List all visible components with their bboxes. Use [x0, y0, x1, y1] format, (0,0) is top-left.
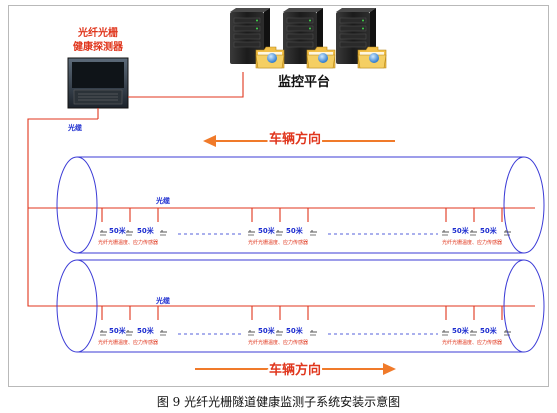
- sensor-label: 光纤光栅温度、应力传感器: [248, 339, 308, 346]
- segment-label: 50米: [286, 326, 304, 335]
- direction-arrow-bottom: [195, 363, 396, 375]
- figure-frame: [8, 5, 549, 387]
- segment-label: 50米: [452, 226, 470, 235]
- sensor-label: 光纤光栅温度、应力传感器: [98, 239, 158, 246]
- segment-label: 50米: [286, 226, 304, 235]
- segment-label: 50米: [258, 226, 276, 235]
- sensor-label: 光纤光栅温度、应力传感器: [98, 339, 158, 346]
- sensor-label: 光纤光栅温度、应力传感器: [248, 239, 308, 246]
- direction-label-top: 车辆方向: [269, 131, 321, 147]
- segment-label: 50米: [480, 326, 498, 335]
- cable-network: [27, 72, 535, 320]
- direction-arrow-top: [203, 135, 395, 147]
- detector-label-line1: 光纤光栅: [77, 26, 118, 39]
- segment-label: 50米: [480, 226, 498, 235]
- detector-device-icon: [67, 57, 129, 109]
- sensor-label: 光纤光栅温度、应力传感器: [442, 339, 502, 346]
- segment-label: 50米: [109, 226, 127, 235]
- segment-label: 50米: [258, 326, 276, 335]
- detector-label-line2: 健康探测器: [73, 40, 124, 53]
- tunnel-lower: [56, 259, 545, 353]
- segment-label: 50米: [137, 326, 155, 335]
- sensor-label: 光纤光栅温度、应力传感器: [442, 239, 502, 246]
- segment-label: 50米: [452, 326, 470, 335]
- server-icon: [229, 7, 377, 65]
- platform-label: 监控平台: [278, 74, 330, 90]
- cable-label-tunnel2: 光缆: [155, 296, 170, 305]
- figure-caption: 图 9 光纤光栅隧道健康监测子系统安装示意图: [156, 395, 401, 409]
- segment-label: 50米: [137, 226, 155, 235]
- cable-label-top: 光缆: [67, 123, 82, 132]
- tunnel-upper: [56, 156, 545, 254]
- cable-label-tunnel1: 光缆: [155, 196, 170, 205]
- globe-icon: [267, 53, 379, 63]
- direction-label-bottom: 车辆方向: [269, 362, 321, 378]
- segment-label: 50米: [109, 326, 127, 335]
- segment-gap-dashes: [178, 233, 438, 335]
